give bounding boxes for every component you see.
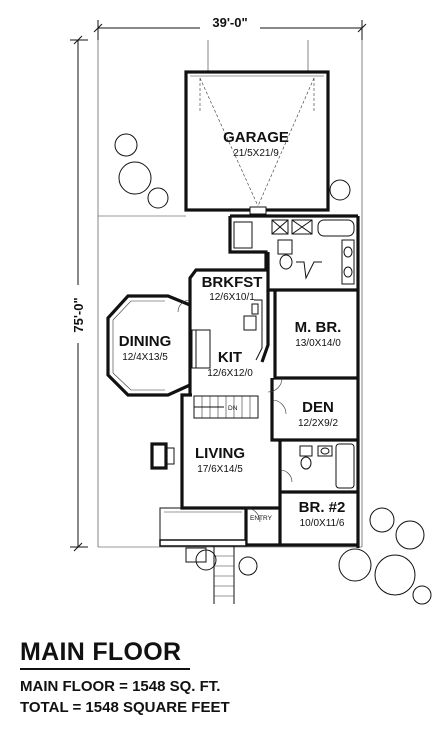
den-size: 12/2X9/2 bbox=[298, 418, 338, 429]
br2-label: BR. #2 bbox=[299, 499, 346, 516]
title-underline bbox=[20, 668, 190, 670]
mbr-size: 13/0X14/0 bbox=[295, 338, 341, 349]
door-swings bbox=[177, 299, 293, 523]
kit-size: 12/6X12/0 bbox=[207, 368, 253, 379]
stair-direction-label: DN bbox=[228, 405, 238, 412]
entry-label: ENTRY bbox=[250, 515, 273, 522]
garage-label: GARAGE bbox=[223, 129, 289, 146]
kitchen-counters bbox=[191, 299, 263, 369]
br2-size: 10/0X11/6 bbox=[300, 518, 345, 529]
front-porch bbox=[159, 507, 247, 604]
landscaping-trees bbox=[114, 133, 432, 605]
width-dimension: 39'-0" bbox=[93, 14, 367, 40]
width-dimension-label: 39'-0" bbox=[212, 15, 247, 30]
dining-bay bbox=[106, 294, 191, 397]
depth-dimension: 75'-0" bbox=[66, 35, 88, 552]
brkfst-label: BRKFST bbox=[202, 274, 263, 291]
dining-label: DINING bbox=[119, 333, 172, 350]
living-size: 17/6X14/5 bbox=[197, 464, 243, 475]
brkfst-size: 12/6X10/1 bbox=[209, 292, 255, 303]
floor-plan-title: MAIN FLOOR bbox=[20, 638, 182, 666]
dining-size: 12/4X13/5 bbox=[122, 352, 168, 363]
depth-dimension-label: 75'-0" bbox=[71, 297, 86, 332]
laundry-and-bath-fixtures bbox=[233, 219, 355, 285]
main-floor-area: MAIN FLOOR = 1548 SQ. FT. bbox=[20, 678, 221, 695]
garage bbox=[184, 70, 330, 215]
garage-size: 21/5X21/9 bbox=[233, 148, 279, 159]
house-walls bbox=[180, 214, 360, 548]
stair bbox=[193, 395, 259, 419]
hall-bath-fixtures bbox=[299, 443, 355, 489]
fireplace bbox=[150, 442, 175, 470]
kit-label: KIT bbox=[218, 349, 242, 366]
den-label: DEN bbox=[302, 399, 334, 416]
mbr-label: M. BR. bbox=[295, 319, 342, 336]
total-area: TOTAL = 1548 SQUARE FEET bbox=[20, 699, 230, 716]
lot-lines bbox=[97, 40, 363, 548]
living-label: LIVING bbox=[195, 445, 245, 462]
